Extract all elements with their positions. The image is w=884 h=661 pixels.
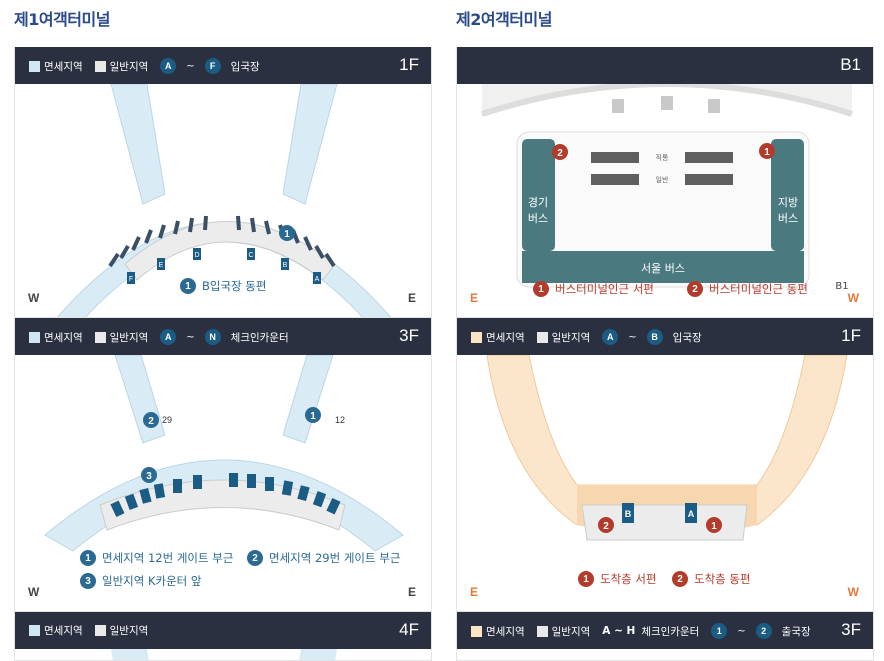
svg-text:E: E: [159, 262, 164, 269]
legend-dutyfree-label: 면세지역: [44, 331, 83, 344]
level-label: B1: [835, 281, 848, 292]
gyeonggi-bus-label: 경기: [528, 196, 548, 209]
terminal2-title: 제2여객터미널: [456, 10, 552, 29]
legend-general-label: 일반지역: [109, 625, 149, 637]
t1-4f-panel: 면세지역 일반지역 4F: [14, 612, 432, 661]
t1-3f-legend: 면세지역 일반지역 A~N 체크인카운터: [29, 329, 289, 345]
svg-text:B: B: [625, 509, 632, 519]
t2-1f-header: 면세지역 일반지역 A~B 입국장 1F: [457, 318, 873, 355]
t1-4f-header: 면세지역 일반지역 4F: [15, 612, 431, 649]
legend-dutyfree-label: 면세지역: [486, 331, 525, 344]
lane-direct-label: 직통: [656, 153, 669, 162]
t1-1f-header: 면세지역 일반지역 A~F 입국장 1F: [15, 47, 431, 84]
t1-1f-map: F E D C B A 1: [57, 84, 391, 317]
lane-general-label: 일반: [656, 175, 669, 184]
t1-1f-legend: 면세지역 일반지역 A~F 입국장: [29, 58, 260, 74]
svg-text:1: 1: [284, 229, 290, 240]
t1-4f-legend: 면세지역 일반지역: [29, 623, 154, 638]
legend-range-from: A: [160, 58, 177, 74]
legend-range-to: B: [646, 329, 663, 345]
legend-general-label: 일반지역: [551, 331, 591, 344]
legend-range-from: A: [160, 329, 177, 345]
floor-label: 3F: [399, 326, 419, 345]
terminal1-title: 제1여객터미널: [14, 10, 110, 29]
east-label: E: [470, 291, 479, 305]
legend-tail-label: 입국장: [230, 60, 260, 73]
legend-general-label: 일반지역: [551, 625, 591, 638]
floor-label: B1: [840, 55, 861, 74]
t1-3f-header: 면세지역 일반지역 A~N 체크인카운터 3F: [15, 318, 431, 355]
floor-label: 4F: [399, 620, 419, 639]
floor-label: 1F: [399, 55, 419, 74]
legend-general-label: 일반지역: [109, 60, 149, 73]
svg-text:C: C: [248, 252, 253, 259]
t2-b1-panel: B1 직통 일반 경기 버스 지방 버스 서울 버스 B1 2 1: [456, 47, 874, 318]
legend-tail-label: 체크인카운터: [230, 331, 289, 344]
east-label: E: [407, 291, 416, 305]
west-label: W: [28, 585, 40, 599]
seoul-bus-label: 서울 버스: [641, 262, 685, 275]
regional-bus-label: 지방: [778, 196, 798, 209]
legend-dutyfree-label: 면세지역: [44, 625, 83, 637]
svg-text:2: 2: [603, 521, 609, 532]
svg-text:1: 1: [310, 411, 316, 422]
svg-text:1: 1: [764, 147, 770, 158]
t2-1f-legend: 면세지역 일반지역 A~B 입국장: [471, 329, 702, 345]
t1-3f-panel: 면세지역 일반지역 A~N 체크인카운터 3F: [14, 318, 432, 612]
floor-label: 1F: [841, 326, 861, 345]
legend-range-text: A ~ H: [602, 625, 636, 637]
t1-1f-panel: 면세지역 일반지역 A~F 입국장 1F: [14, 47, 432, 318]
east-label: E: [407, 585, 416, 599]
west-label: W: [847, 291, 859, 305]
svg-text:버스: 버스: [528, 212, 548, 225]
legend-range-tail: 체크인카운터: [641, 625, 700, 638]
legend-dutyfree-label: 면세지역: [44, 60, 83, 73]
t2-3f-panel: 면세지역 일반지역 A ~ H 체크인카운터 1~2 출국장 3F: [456, 612, 874, 661]
legend-tail-label: 입국장: [672, 331, 702, 344]
svg-text:D: D: [194, 252, 199, 259]
floor-label: 3F: [841, 620, 861, 639]
svg-text:3: 3: [146, 471, 152, 482]
t1-4f-map: [111, 649, 337, 660]
west-label: W: [847, 585, 859, 599]
svg-text:A: A: [315, 276, 320, 283]
legend-range-from: 1: [711, 623, 728, 639]
t2-b1-header: B1: [457, 47, 873, 84]
gate-12-label: 12: [335, 415, 345, 425]
svg-text:1: 1: [711, 521, 717, 532]
legend-dutyfree-label: 면세지역: [486, 625, 525, 638]
svg-text:2: 2: [148, 416, 154, 427]
svg-text:F: F: [129, 276, 133, 283]
legend-range-to: 2: [755, 623, 772, 639]
west-label: W: [28, 291, 40, 305]
legend-tail-label: 출국장: [781, 625, 811, 638]
east-label: E: [470, 585, 479, 599]
t1-3f-map: 2 29 1 12 3: [44, 355, 404, 552]
t2-1f-map: B A 2 1: [486, 355, 848, 541]
legend-range-to: F: [204, 58, 221, 74]
svg-text:B: B: [283, 262, 288, 269]
svg-text:버스: 버스: [778, 212, 798, 225]
dutyfree-swatch: [29, 60, 40, 72]
t2-3f-legend: 면세지역 일반지역 A ~ H 체크인카운터 1~2 출국장: [471, 623, 811, 639]
general-swatch: [94, 60, 106, 72]
svg-text:A: A: [688, 509, 695, 519]
svg-text:2: 2: [557, 148, 563, 159]
t2-3f-header: 면세지역 일반지역 A ~ H 체크인카운터 1~2 출국장 3F: [457, 612, 873, 649]
gate-29-label: 29: [162, 415, 172, 425]
legend-range-to: N: [204, 329, 221, 345]
legend-range-from: A: [602, 329, 619, 345]
legend-general-label: 일반지역: [109, 331, 149, 344]
t2-b1-map: 직통 일반 경기 버스 지방 버스 서울 버스 B1 2 1: [481, 84, 853, 292]
